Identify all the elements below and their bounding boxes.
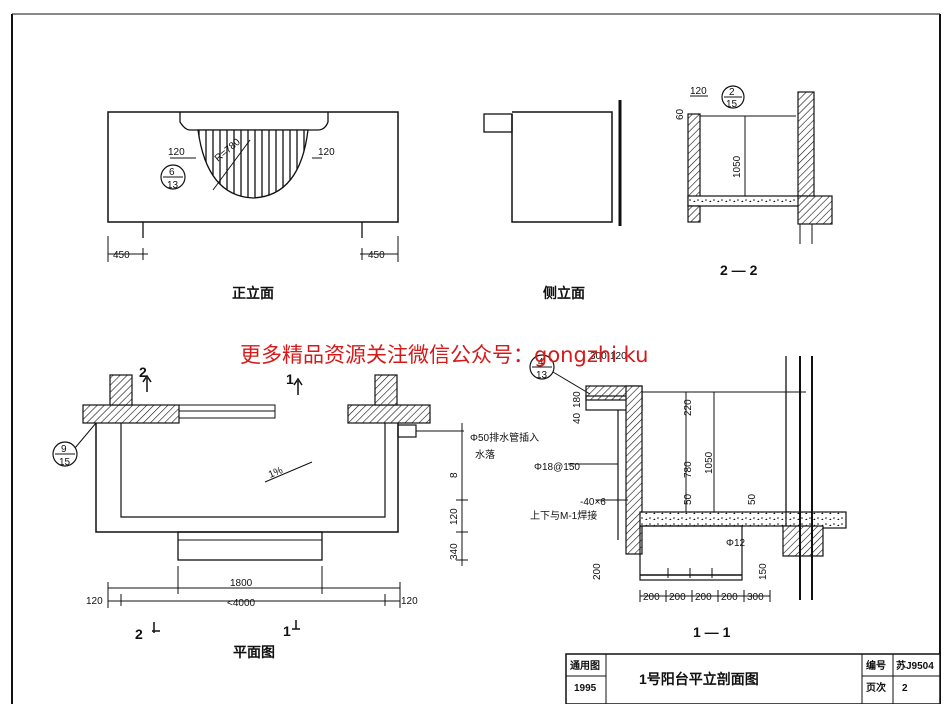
plan-cut-mark-2-top: 2 [139, 364, 147, 380]
plan-drain-note-2: 水落 [475, 449, 495, 461]
front-elevation-title: 正立面 [232, 285, 274, 301]
title-block: 通用图 1995 1号阳台平立剖面图 编号 苏J9504 页次 2 [565, 653, 941, 704]
s11-dim-150: 150 [758, 563, 769, 580]
s11-dim-200-c: 200 [695, 592, 712, 603]
plan-ref-num: 9 [61, 444, 67, 455]
plan-ref-sheet: 15 [59, 457, 71, 468]
watermark-text: 更多精品资源关注微信公众号：gongzhi ku [240, 343, 648, 367]
front-detail-ref-sheet: 13 [167, 180, 179, 191]
plan-dim-120-left: 120 [86, 596, 103, 607]
title-block-number-label: 编号 [866, 659, 886, 672]
front-dim-450-left: 450 [113, 250, 130, 261]
s11-weld-note: 上下与M-1焊接 [530, 509, 597, 522]
plan-dim-8: 8 [449, 472, 460, 478]
plan-dim-120: 120 [449, 508, 460, 525]
s11-ref-sheet: 13 [536, 370, 548, 381]
front-dim-450-right: 450 [368, 250, 385, 261]
plan-slope-label: 1% [267, 465, 285, 481]
sheet-frame [11, 13, 941, 704]
s11-dim-200-d: 200 [721, 592, 738, 603]
plan-dim-1800: 1800 [230, 578, 253, 589]
front-dim-120-left: 120 [168, 147, 185, 158]
side-elevation-title: 侧立面 [543, 285, 585, 301]
section-2-2: 120 2 15 60 1050 2 — 2 [675, 85, 833, 278]
plan-cut-mark-1-top: 1 [286, 371, 294, 387]
s11-dim-40: 40 [572, 412, 583, 424]
s11-dim-180: 180 [572, 391, 583, 408]
title-block-year: 1995 [574, 683, 597, 694]
s11-dim-120: 120 [610, 351, 627, 362]
front-elevation: 120 120 R=780 6 13 450 450 正立面 [107, 111, 399, 301]
s11-dim-300: 300 [590, 351, 607, 362]
plan-cut-mark-1-bottom: 1 [283, 623, 291, 639]
plan-view: 9 15 2 1 2 1 1% Φ50排水管插入 水落 8 120 340 18… [52, 364, 539, 660]
s11-dim-200-vert: 200 [592, 563, 603, 580]
s22-ref-num: 2 [729, 87, 735, 98]
section-1-1: 4 13 300 120 40 180 220 780 50 1050 Φ18@… [529, 351, 847, 640]
s11-dim-200-a: 200 [643, 592, 660, 603]
s11-bar-label: Φ12 [726, 538, 746, 549]
plan-drain-note: Φ50排水管插入 [470, 431, 539, 444]
s11-ref-num: 4 [538, 357, 544, 368]
s11-dim-50: 50 [683, 493, 694, 505]
s11-dim-200-b: 200 [669, 592, 686, 603]
plan-title: 平面图 [233, 644, 275, 660]
s11-dim-50-right: 50 [747, 493, 758, 505]
front-detail-ref-num: 6 [169, 167, 175, 178]
s22-dim-1050: 1050 [732, 155, 743, 178]
section-2-2-title: 2 — 2 [720, 262, 758, 278]
title-block-number: 苏J9504 [896, 659, 934, 672]
front-dim-120-right: 120 [318, 147, 335, 158]
title-block-page: 2 [902, 683, 908, 694]
s22-dim-120: 120 [690, 86, 707, 97]
plan-cut-mark-2-bottom: 2 [135, 626, 143, 642]
side-elevation: 侧立面 [483, 100, 622, 301]
title-block-drawing-title: 1号阳台平立剖面图 [639, 671, 759, 687]
title-block-page-label: 页次 [866, 681, 886, 694]
plan-dim-340: 340 [449, 543, 460, 560]
s22-ref-sheet: 15 [726, 99, 738, 110]
s11-plate-note: -40×6 [580, 497, 606, 508]
title-block-atlas-label: 通用图 [570, 660, 600, 672]
plan-dim-120-right: 120 [401, 596, 418, 607]
s11-rebar-note: Φ18@150 [534, 462, 580, 473]
s22-dim-60: 60 [675, 108, 686, 120]
s11-dim-1050: 1050 [704, 451, 715, 474]
s11-dim-780: 780 [683, 461, 694, 478]
s11-dim-300-bottom: 300 [747, 592, 764, 603]
plan-dim-total: <4000 [227, 598, 256, 609]
section-1-1-title: 1 — 1 [693, 624, 731, 640]
s11-dim-220: 220 [683, 399, 694, 416]
